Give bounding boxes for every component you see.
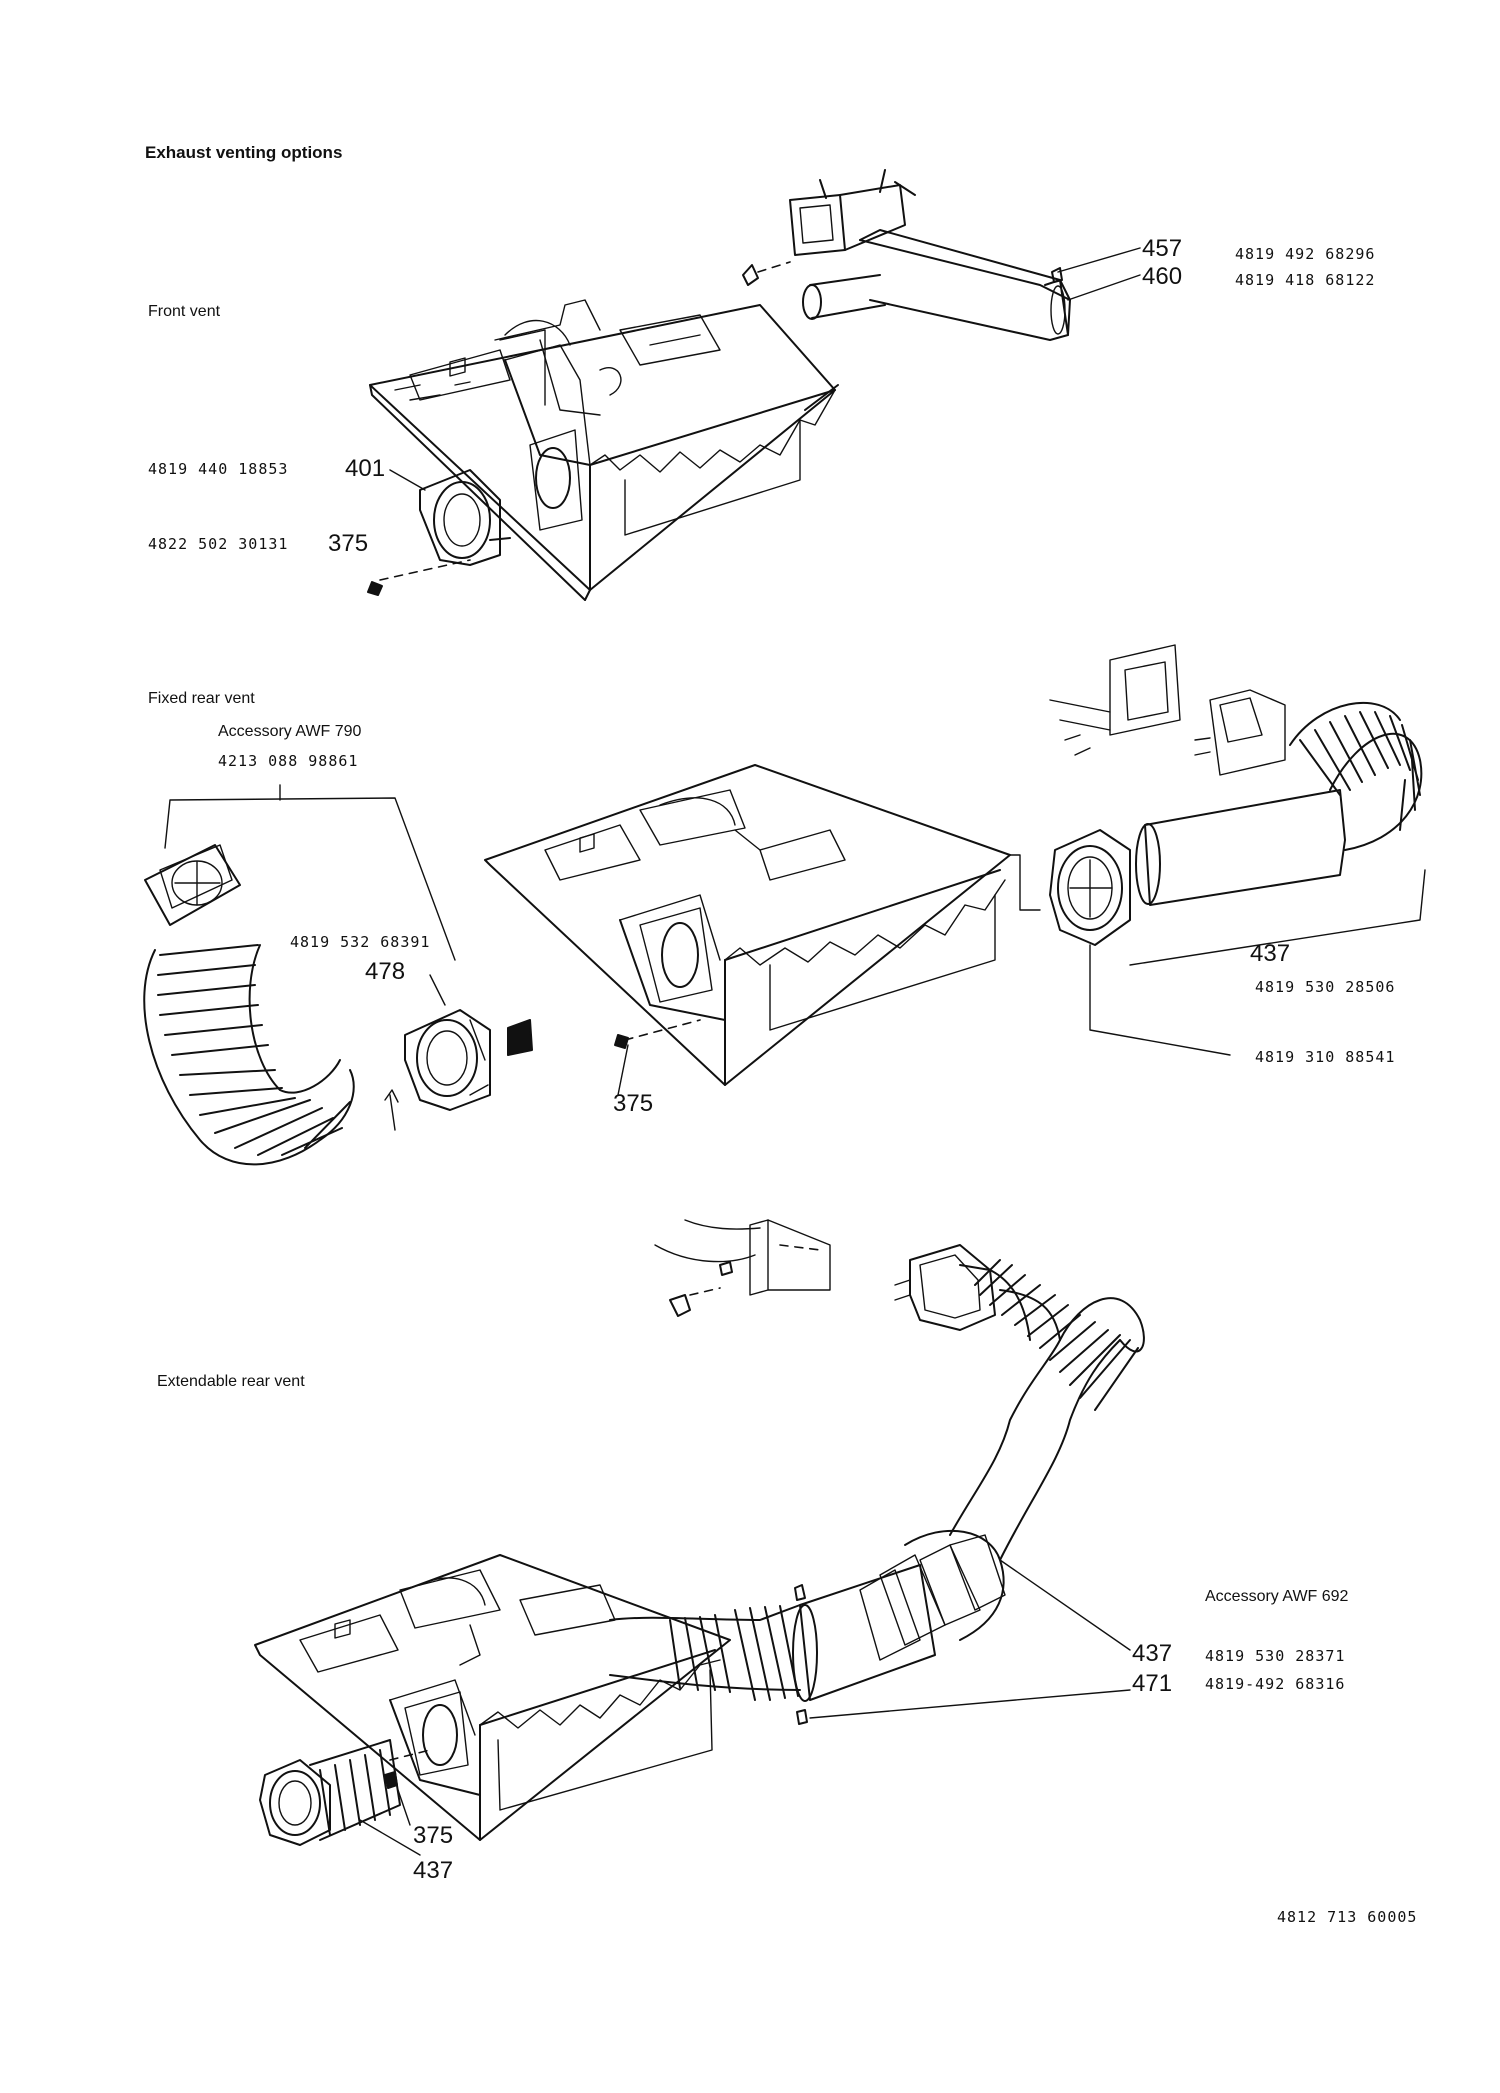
part-number-375: 4822 502 30131: [148, 535, 289, 553]
accessory-label-awf-692: Accessory AWF 692: [1205, 1588, 1349, 1605]
fixed-rear-duct-437: [1049, 644, 1426, 1056]
page-title: Exhaust venting options: [145, 143, 343, 162]
callout-375-front: 375: [328, 530, 369, 557]
section-label-extendable-rear-vent: Extendable rear vent: [157, 1373, 305, 1390]
section-label-front-vent: Front vent: [148, 303, 221, 320]
callout-478: 478: [365, 958, 406, 985]
document-number: 4812 713 60005: [1277, 1908, 1418, 1926]
callout-457: 457: [1142, 235, 1183, 262]
extendable-rear-duct-437-bottom: [259, 1739, 431, 1846]
part-number-vent-ring: 4819 310 88541: [1255, 1048, 1396, 1066]
part-number-478: 4819 532 68391: [290, 933, 431, 951]
part-number-401: 4819 440 18853: [148, 460, 289, 478]
front-vent-plate-401: [367, 469, 511, 596]
part-number-437-extendable: 4819 530 28371: [1205, 1647, 1346, 1665]
part-number-437-fixed: 4819 530 28506: [1255, 978, 1396, 996]
callout-437-fixed: 437: [1250, 940, 1291, 967]
extendable-rear-hose: [609, 1244, 1145, 1702]
part-number-457: 4819 492 68296: [1235, 245, 1376, 263]
accessory-part-number-awf-790: 4213 088 98861: [218, 752, 359, 770]
callout-375-fixed: 375: [613, 1090, 654, 1117]
front-vent-duct-assembly: [742, 169, 1071, 341]
section-label-fixed-rear-vent: Fixed rear vent: [148, 690, 255, 707]
fixed-rear-dryer-base: [484, 764, 1041, 1086]
part-number-471: 4819-492 68316: [1205, 1675, 1346, 1693]
callout-471: 471: [1132, 1670, 1173, 1697]
callout-401: 401: [345, 455, 386, 482]
front-vent-dryer-base: [369, 299, 839, 601]
fixed-rear-hose-accessory: [143, 844, 399, 1166]
callout-460: 460: [1142, 263, 1183, 290]
part-number-460: 4819 418 68122: [1235, 271, 1376, 289]
callout-375-extendable: 375: [413, 1822, 454, 1849]
extendable-rear-top-bracket: [654, 1219, 831, 1317]
extendable-rear-dryer-base: [254, 1554, 731, 1841]
callout-437-bottom: 437: [413, 1857, 454, 1884]
fixed-rear-adapter-478: [404, 974, 533, 1111]
accessory-label-awf-790: Accessory AWF 790: [218, 723, 362, 740]
callout-437-extendable: 437: [1132, 1640, 1173, 1667]
